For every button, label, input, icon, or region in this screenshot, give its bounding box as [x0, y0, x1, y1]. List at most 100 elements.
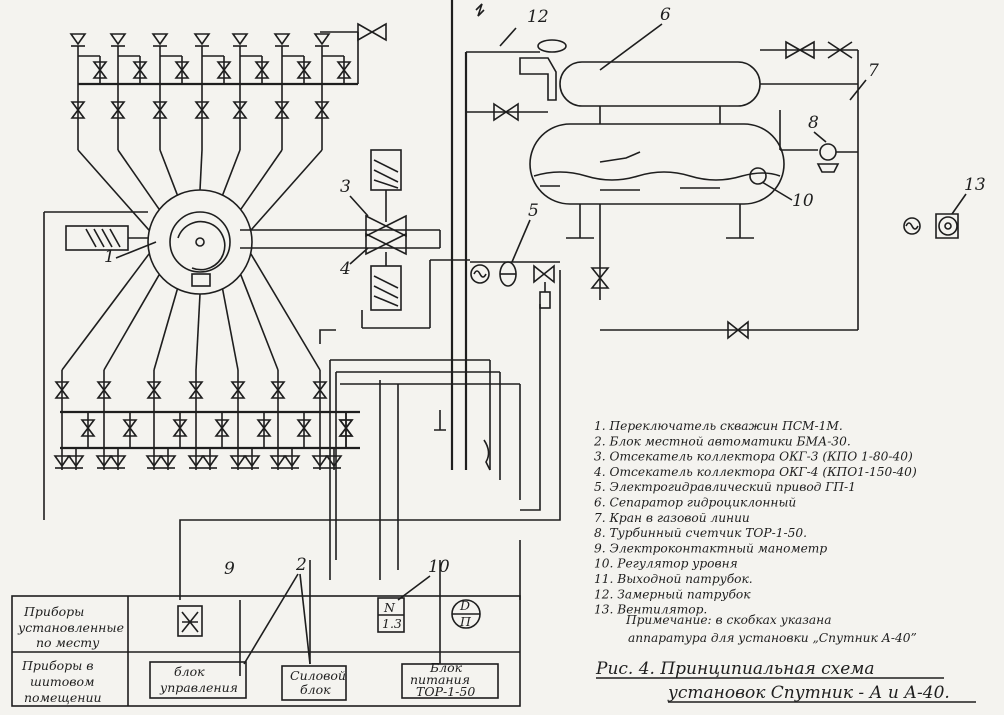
valve-icon	[312, 381, 328, 399]
valve-icon	[214, 419, 230, 437]
switch-spokes	[61, 149, 323, 371]
legend-item: 11. Выходной патрубок.	[594, 572, 753, 586]
table-row2-line3: помещении	[24, 690, 102, 705]
note-line1: Примечание: в скобках указана	[625, 613, 831, 627]
spoke-line	[77, 149, 150, 231]
spoke-line	[61, 253, 150, 371]
bottom-branches	[53, 370, 354, 470]
valve-icon	[70, 101, 86, 119]
power-block-line2: блок	[300, 682, 331, 697]
check-valve-icon	[283, 455, 301, 468]
legend-item: 6. Сепаратор гидроциклонный	[594, 496, 796, 510]
control-block-line2: управления	[159, 680, 238, 695]
valve-icon	[96, 381, 112, 399]
note: Примечание: в скобках указана аппаратура…	[625, 613, 917, 645]
main-pipes	[450, 0, 548, 470]
table-labels: Приборы установленные по месту Приборы в…	[17, 598, 475, 705]
valve-icon	[174, 61, 190, 79]
check-valve-icon	[159, 455, 177, 468]
separator-vessel	[515, 39, 785, 300]
valve-icon	[146, 381, 162, 399]
valve-icon	[188, 381, 204, 399]
legend: 1. Переключатель скважин ПСМ-1М.2. Блок …	[593, 419, 917, 617]
check-valve-icon	[229, 455, 247, 468]
valve-icon	[194, 101, 210, 119]
spoke-line	[159, 149, 179, 196]
check-valve-icon	[145, 455, 163, 468]
check-valve-icon	[201, 455, 219, 468]
spoke-line	[117, 149, 161, 211]
legend-item: 4. Отсекатель коллектора ОКГ-4 (КПО1-150…	[593, 465, 917, 479]
legend-item: 13. Вентилятор.	[594, 603, 707, 617]
spoke-line	[153, 288, 179, 371]
check-valve-icon	[231, 33, 249, 46]
check-valve-icon	[269, 455, 287, 468]
valve-icon	[314, 101, 330, 119]
check-valve-icon	[243, 455, 261, 468]
check-valve-icon	[151, 33, 169, 46]
valve-icon	[274, 101, 290, 119]
legend-item: 9. Электроконтактный манометр	[594, 541, 827, 555]
callout-2: 2	[295, 555, 307, 575]
legend-item: 2. Блок местной автоматики БМА-30.	[593, 434, 851, 448]
level-gauge-top: N	[383, 600, 396, 615]
valve-icon	[172, 419, 188, 437]
spoke-line	[239, 274, 279, 371]
d-gauge-top: D	[459, 598, 470, 613]
gas-line	[600, 40, 859, 340]
valve-icon	[254, 61, 270, 79]
callout-7: 7	[868, 61, 879, 81]
meter-block-line3: ТОР-1-50	[416, 684, 475, 699]
callout-10-top: 10	[792, 191, 814, 211]
callout-10-bottom: 10	[428, 557, 450, 577]
table-row1-line2: установленные	[17, 620, 124, 635]
spoke-line	[239, 149, 283, 211]
bottom-manifold	[60, 410, 360, 450]
level-gauge-bottom: 1.3	[382, 616, 402, 631]
fan	[903, 213, 959, 239]
callout-13: 13	[964, 175, 986, 195]
table-row1-line3: по месту	[36, 635, 100, 650]
check-valve-icon	[67, 455, 85, 468]
table-row2-line2: шитовом	[30, 674, 94, 689]
valve-icon	[270, 381, 286, 399]
hydraulic-drive	[470, 261, 560, 309]
callout-12: 12	[527, 7, 549, 27]
caption-line2: установок Спутник - А и А-40.	[667, 683, 950, 703]
check-valve-icon	[313, 33, 331, 46]
check-valve-icon	[109, 455, 127, 468]
spoke-line	[199, 149, 203, 191]
power-block-line1: Силовой	[290, 668, 346, 683]
legend-item: 1. Переключатель скважин ПСМ-1М.	[594, 419, 843, 433]
table-row1-line1: Приборы	[23, 604, 84, 619]
valve-icon	[338, 419, 354, 437]
meter-block-line1: Блок	[429, 660, 463, 675]
table-row2-line1: Приборы в	[21, 658, 94, 673]
valve-icon	[296, 419, 312, 437]
check-valve-icon	[193, 33, 211, 46]
top-manifold	[78, 22, 387, 86]
legend-item: 12. Замерный патрубок	[594, 587, 751, 601]
valve-icon	[92, 61, 108, 79]
legend-item: 7. Кран в газовой линии	[594, 511, 750, 525]
check-valve-icon	[311, 455, 329, 468]
valve-icon	[122, 419, 138, 437]
callout-9: 9	[224, 559, 235, 579]
callouts: 1 3 4 5 6 7 8 10 12 13 9 2 10	[104, 5, 986, 665]
top-branches	[69, 33, 352, 150]
caption: Рис. 4. Принципиальная схема установок С…	[595, 659, 976, 703]
check-valve-icon	[53, 455, 71, 468]
cutoff-okg-3	[365, 149, 407, 238]
caption-line1: Рис. 4. Принципиальная схема	[595, 659, 875, 679]
spoke-line	[221, 149, 241, 196]
callout-4: 4	[339, 259, 351, 279]
callout-3: 3	[340, 177, 351, 197]
well-switch-psm	[43, 189, 253, 520]
valve-icon	[54, 381, 70, 399]
meter-block-line2: питания	[410, 672, 470, 687]
instrument-table	[11, 595, 521, 707]
spoke-line	[221, 288, 239, 371]
valve-icon	[232, 101, 248, 119]
